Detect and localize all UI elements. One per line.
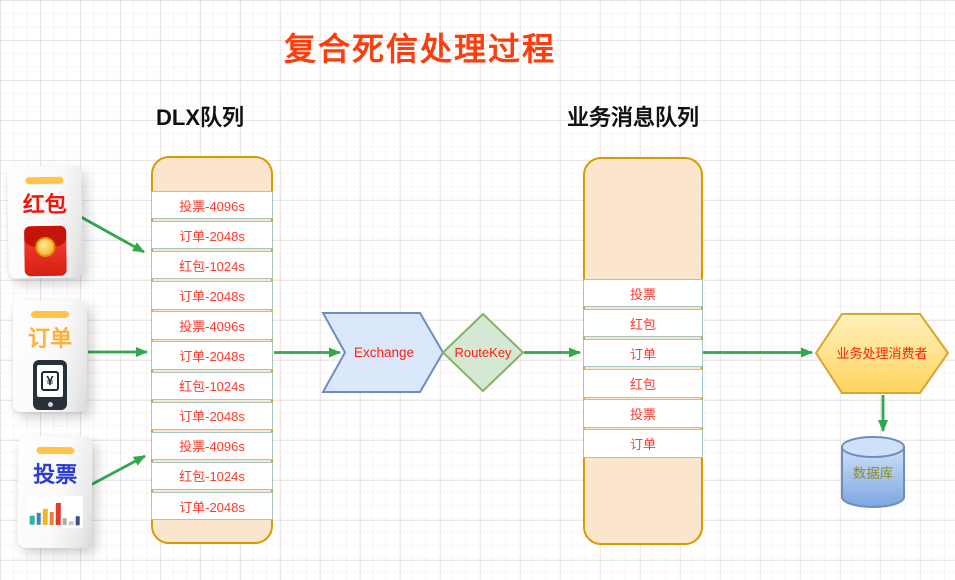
phone-home-dot (47, 402, 53, 407)
dlx-queue: 投票-4096s 订单-2048s 红包-1024s 订单-2048s 投票-4… (151, 156, 273, 544)
card-top-bar (31, 311, 69, 318)
source-card-vote: 投票 (17, 435, 93, 549)
dlx-queue-title: DLX队列 (156, 105, 245, 130)
bar-chart-icon (26, 495, 83, 529)
source-label-vote: 投票 (33, 461, 78, 488)
dlx-queue-item: 红包-1024s (151, 371, 273, 400)
business-queue-rows: 投票 红包 订单 红包 投票 订单 (583, 279, 703, 458)
dlx-queue-item: 投票-4096s (151, 311, 273, 340)
dlx-queue-item: 订单-2048s (151, 341, 273, 370)
business-queue-item: 投票 (583, 279, 703, 308)
route-key-label: RouteKey (454, 345, 512, 360)
business-queue-item: 订单 (583, 339, 703, 368)
gold-coin-icon (35, 236, 56, 258)
dlx-queue-item: 订单-2048s (151, 221, 273, 250)
arrow-redpacket-to-dlx (80, 215, 145, 254)
dlx-queue-item: 订单-2048s (151, 281, 273, 310)
business-queue-item: 投票 (583, 399, 703, 428)
dlx-queue-item: 订单-2048s (151, 401, 273, 430)
business-queue: 投票 红包 订单 红包 投票 订单 (583, 157, 703, 545)
exchange-label: Exchange (354, 345, 414, 360)
dlx-queue-item: 投票-4096s (151, 191, 273, 220)
exchange-shape (321, 312, 445, 393)
yen-symbol: ¥ (41, 371, 59, 391)
source-label-order: 订单 (27, 326, 72, 351)
phone-pay-icon: ¥ (33, 360, 67, 410)
card-top-bar (25, 176, 64, 185)
route-key-shape (441, 312, 525, 393)
arrow-vote-to-dlx (84, 454, 146, 490)
business-queue-title: 业务消息队列 (567, 105, 700, 130)
database-top-shape (841, 436, 905, 458)
source-card-order: 订单 ¥ (13, 300, 87, 412)
database-label: 数据库 (853, 466, 894, 481)
database-body-shape (841, 446, 905, 508)
dlx-queue-item: 红包-1024s (151, 461, 273, 491)
business-queue-item: 红包 (583, 369, 703, 398)
source-label-redpacket: 红包 (22, 191, 67, 218)
red-packet-icon (24, 225, 67, 277)
dlx-queue-item: 投票-4096s (151, 431, 273, 461)
source-card-redpacket: 红包 (7, 165, 83, 279)
consumer-label: 业务处理消费者 (836, 346, 927, 361)
business-queue-item: 红包 (583, 309, 703, 338)
dlx-queue-rows: 投票-4096s 订单-2048s 红包-1024s 订单-2048s 投票-4… (151, 191, 273, 521)
dlx-queue-item: 订单-2048s (151, 491, 273, 521)
consumer-shape (814, 313, 950, 394)
diagram-title: 复合死信处理过程 (283, 31, 556, 67)
business-queue-item: 订单 (583, 429, 703, 458)
phone-screen: ¥ (37, 365, 63, 397)
card-top-bar (36, 446, 75, 455)
dlx-queue-item: 红包-1024s (151, 251, 273, 280)
